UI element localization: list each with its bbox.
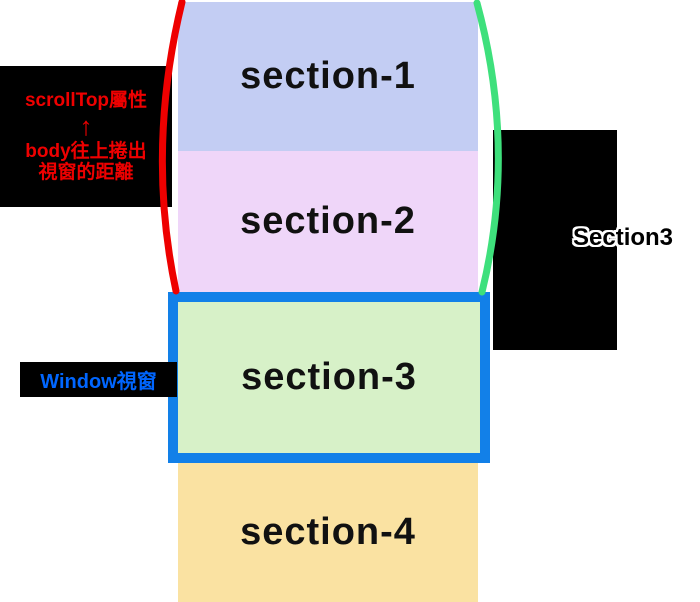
section-1-label: section-1 (240, 55, 416, 97)
section-1-block: section-1 (178, 2, 478, 151)
section-2-block: section-2 (178, 151, 478, 292)
scrolltop-attribute-label: scrollTop屬性 (24, 90, 148, 111)
section3-label: Section3 (573, 224, 674, 251)
scrolltop-description-line2: 視窗的距離 (38, 162, 134, 183)
scrolltop-description-line1: body往上捲出 (25, 141, 147, 162)
scrolltop-annotation-box: scrollTop屬性 ↑ body往上捲出 視窗的距離 (0, 66, 172, 207)
section-2-label: section-2 (240, 200, 416, 242)
section-4-block: section-4 (178, 463, 478, 602)
window-viewport-frame: section-3 (168, 292, 490, 463)
window-annotation-box: Window視窗 (20, 362, 177, 397)
up-arrow-icon: ↑ (79, 111, 93, 141)
section3-annotation-box (493, 130, 617, 350)
window-label: Window視窗 (40, 371, 157, 393)
section-3-label: section-3 (241, 356, 417, 398)
section-4-label: section-4 (240, 511, 416, 553)
